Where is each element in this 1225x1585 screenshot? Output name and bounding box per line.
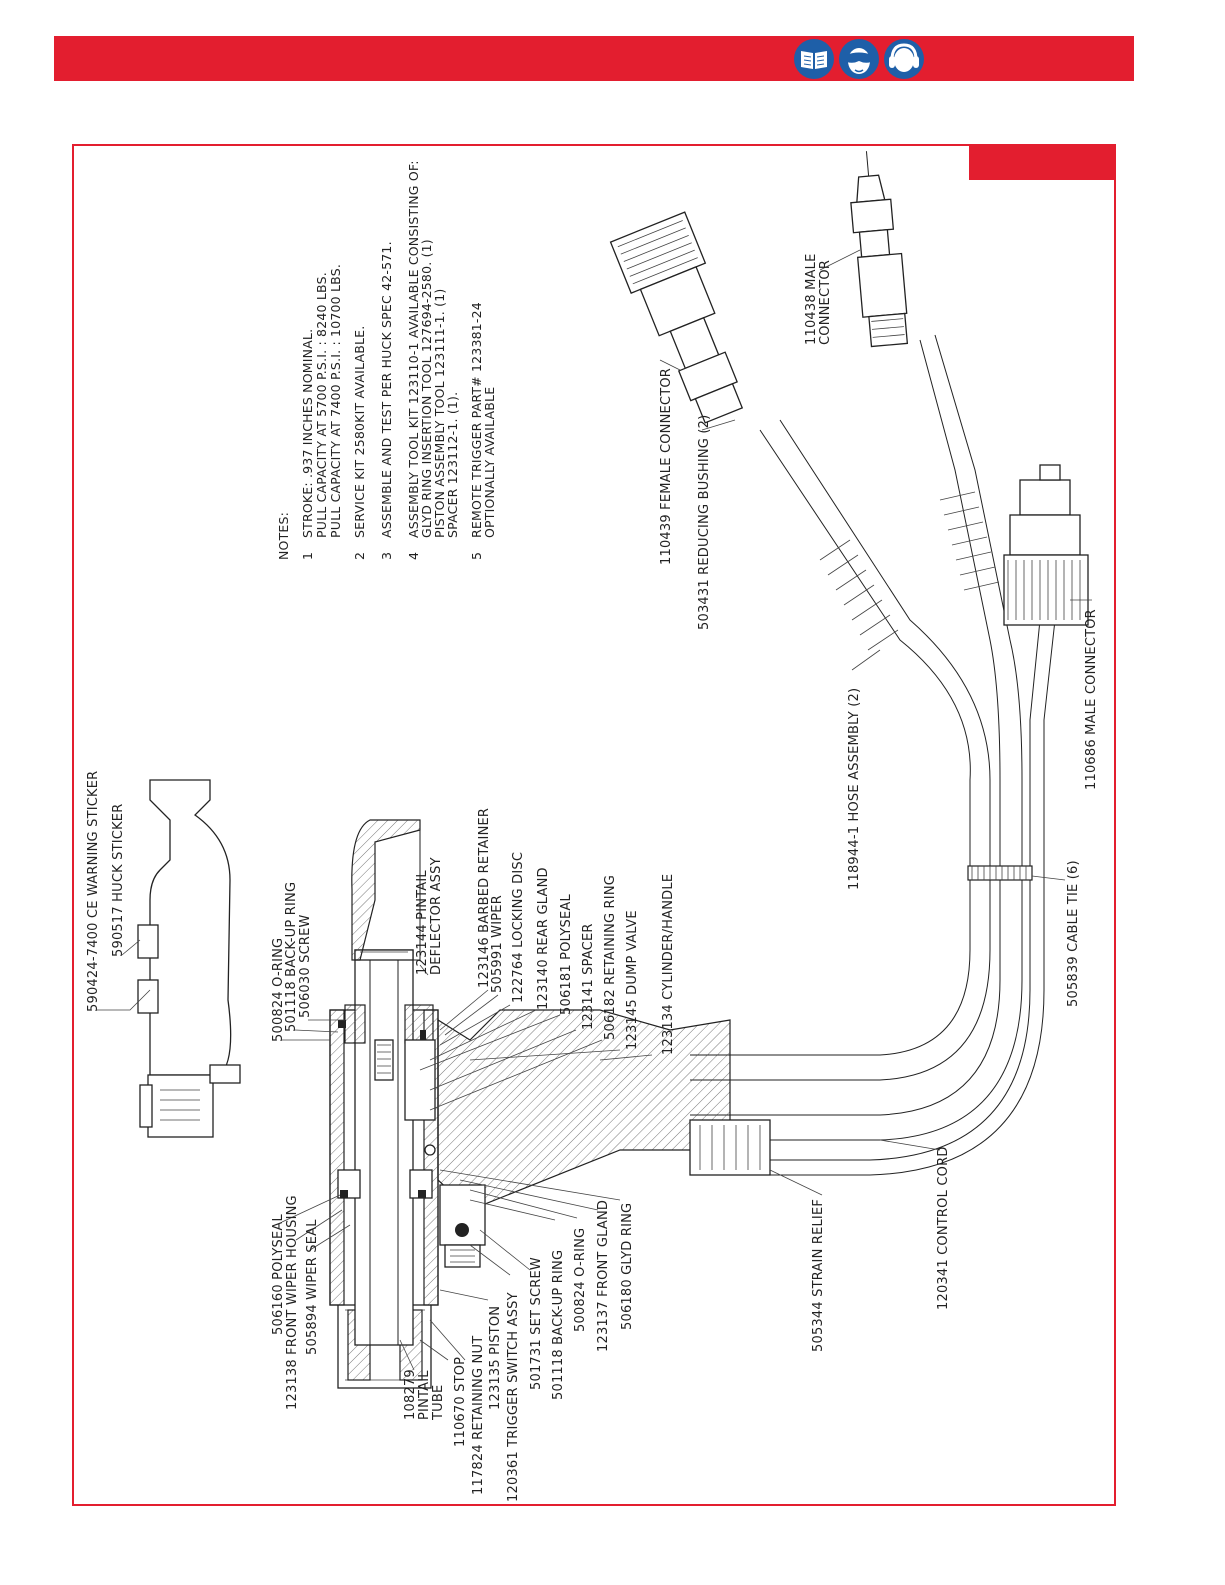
label-cable-tie: 505839 CABLE TIE (6) — [1066, 860, 1081, 1007]
note-1-line-3: PULL CAPACITY AT 7400 P.S.I. : 10700 LBS… — [328, 264, 343, 538]
note-3-line-1: ASSEMBLE AND TEST PER HUCK SPEC 42-571. — [379, 241, 394, 538]
notes-block: NOTES: 1 STROKE: .937 INCHES NOMINAL. PU… — [276, 160, 497, 560]
label-front-wiper-housing: 123138 FRONT WIPER HOUSING — [285, 1195, 300, 1410]
label-set-screw: 501731 SET SCREW — [529, 1257, 544, 1390]
label-backup-ring-top: 501118 BACK-UP RING — [284, 882, 299, 1032]
label-stop: 110670 STOP — [453, 1357, 468, 1447]
note-4-line-1: ASSEMBLY TOOL KIT 123110-1 AVAILABLE CON… — [406, 160, 421, 538]
label-huck-sticker: 590517 HUCK STICKER — [111, 804, 126, 957]
note-4-num: 4 — [406, 552, 421, 560]
note-3-num: 3 — [379, 552, 394, 560]
part-labels: 590424-7400 CE WARNING STICKER 590517 HU… — [86, 253, 1099, 1502]
label-strain-relief: 505344 STRAIN RELIEF — [811, 1199, 826, 1352]
label-pintail-tube-1: 108279 — [403, 1369, 418, 1420]
label-oring-bottom: 500824 O-RING — [573, 1228, 588, 1332]
label-male-connector-hyd-2: CONNECTOR — [818, 260, 833, 345]
label-retaining-nut: 117824 RETAINING NUT — [471, 1336, 486, 1495]
label-wiper: 505991 WIPER — [490, 895, 505, 993]
exterior-view — [137, 779, 241, 1138]
label-glyd-ring: 506180 GLYD RING — [620, 1203, 635, 1330]
label-control-cord: 120341 CONTROL CORD — [936, 1146, 951, 1310]
label-spacer: 123141 SPACER — [581, 923, 596, 1030]
corner-tab — [969, 146, 1114, 180]
note-2-num: 2 — [352, 552, 367, 560]
label-backup-ring-bottom: 501118 BACK-UP RING — [551, 1250, 566, 1400]
read-manual-icon — [794, 39, 834, 79]
label-retaining-ring: 506182 RETAINING RING — [603, 875, 618, 1040]
label-cylinder-handle: 123134 CYLINDER/HANDLE — [661, 874, 676, 1055]
label-pintail-tube-2: PINTAIL — [417, 1370, 432, 1420]
label-rear-gland: 123140 REAR GLAND — [536, 867, 551, 1010]
label-male-connector-elec: 110686 MALE CONNECTOR — [1084, 609, 1099, 790]
ear-protection-icon — [884, 39, 924, 79]
label-male-connector-hyd-1: 110438 MALE — [804, 253, 819, 345]
label-front-gland: 123137 FRONT GLAND — [596, 1200, 611, 1352]
label-piston: 123135 PISTON — [488, 1306, 503, 1410]
label-ce-sticker: 590424-7400 CE WARNING STICKER — [86, 771, 101, 1012]
diagram-frame — [72, 144, 1116, 1506]
label-wiper-seal: 505894 WIPER SEAL — [305, 1219, 320, 1355]
label-reducing-bushing: 503431 REDUCING BUSHING (2) — [697, 415, 712, 630]
note-5-line-2: OPTIONALLY AVAILABLE — [482, 387, 497, 538]
label-hose-assembly: 118944-1 HOSE ASSEMBLY (2) — [847, 688, 862, 890]
label-polyseal-front: 506160 POLYSEAL — [271, 1214, 286, 1335]
note-1-line-2: PULL CAPACITY AT 5700 P.S.I. : 8240 LBS. — [314, 272, 329, 538]
header-band — [54, 36, 1134, 81]
label-screw: 506030 SCREW — [298, 914, 313, 1018]
eye-protection-icon — [839, 39, 879, 79]
label-dump-valve: 123145 DUMP VALVE — [625, 910, 640, 1050]
female-connector-drawing — [609, 211, 744, 424]
label-barbed-retainer: 123146 BARBED RETAINER — [477, 808, 492, 988]
label-trigger-switch: 120361 TRIGGER SWITCH ASSY — [506, 1292, 521, 1502]
note-5-num: 5 — [469, 552, 484, 560]
tool-cross-section — [329, 819, 731, 1389]
label-locking-disc: 122764 LOCKING DISC — [511, 852, 526, 1003]
note-1-line-1: STROKE: .937 INCHES NOMINAL. — [300, 329, 315, 538]
label-oring-top: 500824 O-RING — [271, 938, 286, 1042]
note-2-line-1: SERVICE KIT 2580KIT AVAILABLE. — [352, 326, 367, 538]
male-connector-hyd-drawing — [850, 151, 909, 348]
label-polyseal-rear: 506181 POLYSEAL — [559, 894, 574, 1015]
note-4-line-4: SPACER 123112-1. (1). — [445, 392, 460, 538]
hoses — [689, 334, 1056, 1176]
label-pintail-tube-3: TUBE — [431, 1385, 446, 1421]
label-pintail-deflector-1: 123144 PINTAIL — [415, 870, 430, 975]
notes-title: NOTES: — [276, 512, 291, 560]
male-connector-elec-drawing — [1003, 464, 1089, 626]
note-4-line-2: GLYD RING INSERTION TOOL 127694-2580. (1… — [419, 239, 434, 538]
leader-lines — [97, 249, 1092, 1371]
note-1-num: 1 — [300, 552, 315, 560]
label-female-connector: 110439 FEMALE CONNECTOR — [659, 368, 674, 565]
label-pintail-deflector-2: DEFLECTOR ASSY — [429, 857, 444, 975]
note-4-line-3: PISTON ASSEMBLY TOOL 123111-1. (1) — [432, 289, 447, 538]
note-5-line-1: REMOTE TRIGGER PART# 123381-24 — [469, 302, 484, 538]
